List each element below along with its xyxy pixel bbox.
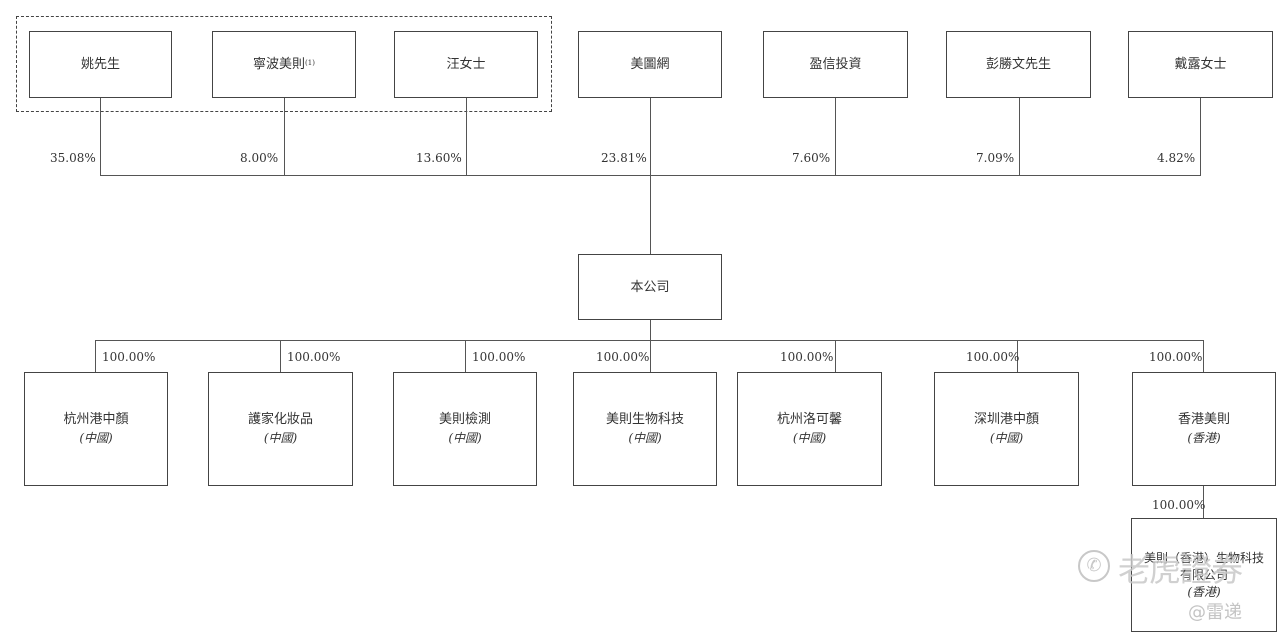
connector-line <box>284 98 285 175</box>
ownership-percent: 100.00% <box>780 350 834 364</box>
connector-line <box>280 340 281 372</box>
shareholder-box: 寧波美則(1) <box>212 31 356 98</box>
shareholder-name: 汪女士 <box>446 57 486 72</box>
ownership-percent: 100.00% <box>287 350 341 364</box>
subsidiary-name: 香港美則 <box>1177 412 1230 427</box>
ownership-percent: 100.00% <box>1152 498 1206 512</box>
connector-line <box>1200 98 1201 175</box>
subsidiary-name: 杭州洛可馨 <box>776 412 842 427</box>
shareholder-name: 寧波美則(1) <box>253 57 315 72</box>
subsidiary-box: 香港美則 (香港) <box>1132 372 1276 486</box>
connector-line <box>95 340 96 372</box>
company-box: 本公司 <box>578 254 722 320</box>
watermark-logo-icon: ✆ <box>1078 550 1110 582</box>
shareholder-name: 彭勝文先生 <box>985 57 1051 72</box>
connector-line <box>835 340 836 372</box>
subsidiary-region: (香港) <box>1187 584 1221 599</box>
subsidiary-box: 深圳港中顏 (中國) <box>934 372 1079 486</box>
ownership-percent: 100.00% <box>596 350 650 364</box>
subsidiary-region: (中國) <box>448 431 482 445</box>
footnote-marker: (1) <box>305 59 315 67</box>
watermark-text: 老虎證券 <box>1118 551 1243 589</box>
shareholder-box: 戴露女士 <box>1128 31 1273 98</box>
shareholder-box: 彭勝文先生 <box>946 31 1091 98</box>
watermark-handle: @雷递 <box>1188 602 1242 623</box>
connector-line <box>100 98 101 175</box>
connector-line <box>1203 340 1204 372</box>
subsidiary-box: 杭州洛可馨 (中國) <box>737 372 882 486</box>
subsidiary-box: 杭州港中顏 (中國) <box>24 372 168 486</box>
subsidiary-box: 美則檢測 (中國) <box>393 372 537 486</box>
shareholding-percent: 4.82% <box>1157 151 1196 165</box>
subsidiary-region: (中國) <box>263 431 298 445</box>
subsidiary-name: 美則生物科技 <box>605 412 684 427</box>
subsidiary-name: 護家化妝品 <box>247 412 313 427</box>
company-name: 本公司 <box>630 279 670 295</box>
shareholding-percent: 23.81% <box>601 151 647 165</box>
connector-line <box>835 98 836 175</box>
subsidiary-region: (中國) <box>628 431 662 445</box>
shareholder-name: 美圖網 <box>630 57 670 72</box>
connector-line <box>650 98 651 254</box>
connector-line <box>1017 340 1018 372</box>
shareholding-percent: 35.08% <box>50 151 96 165</box>
shareholder-box: 盈信投資 <box>763 31 908 98</box>
shareholder-box: 姚先生 <box>29 31 172 98</box>
subsidiary-region: (中國) <box>989 431 1024 445</box>
shareholding-percent: 7.60% <box>792 151 831 165</box>
connector-line <box>466 98 467 175</box>
ownership-percent: 100.00% <box>472 350 526 364</box>
sub-subsidiary-box: 美則（香港）生物科技有限公司 (香港) <box>1131 518 1277 632</box>
subsidiary-name: 深圳港中顏 <box>973 412 1039 427</box>
shareholding-percent: 13.60% <box>416 151 462 165</box>
connector-line <box>100 175 1201 176</box>
shareholder-name: 戴露女士 <box>1174 57 1227 72</box>
shareholder-name: 姚先生 <box>80 57 120 72</box>
connector-line <box>1203 486 1204 518</box>
connector-line <box>1019 98 1020 175</box>
shareholding-percent: 8.00% <box>240 151 279 165</box>
shareholder-box: 汪女士 <box>394 31 538 98</box>
ownership-percent: 100.00% <box>1149 350 1203 364</box>
ownership-percent: 100.00% <box>966 350 1020 364</box>
connector-line <box>465 340 466 372</box>
subsidiary-region: (香港) <box>1187 431 1221 445</box>
subsidiary-region: (中國) <box>79 431 113 445</box>
connector-line <box>95 340 1204 341</box>
subsidiary-name: 美則（香港）生物科技有限公司 <box>1143 550 1264 582</box>
shareholder-box: 美圖網 <box>578 31 722 98</box>
connector-line <box>650 320 651 372</box>
shareholder-name: 盈信投資 <box>809 57 862 72</box>
shareholding-percent: 7.09% <box>976 151 1015 165</box>
subsidiary-name: 美則檢測 <box>438 412 491 427</box>
subsidiary-name: 杭州港中顏 <box>63 412 129 427</box>
subsidiary-box: 護家化妝品 (中國) <box>208 372 353 486</box>
subsidiary-region: (中國) <box>792 431 827 445</box>
subsidiary-box: 美則生物科技 (中國) <box>573 372 717 486</box>
ownership-percent: 100.00% <box>102 350 156 364</box>
